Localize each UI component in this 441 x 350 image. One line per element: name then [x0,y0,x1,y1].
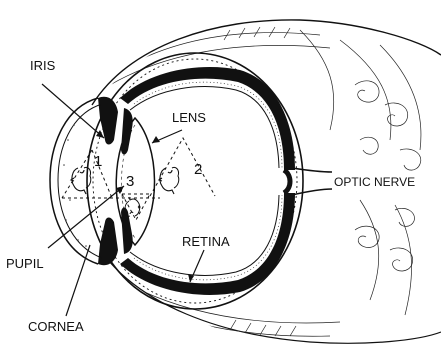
label-retina: RETINA [182,234,230,249]
marker-1: 1 [94,153,102,170]
label-optic-nerve: OPTIC NERVE [334,175,415,189]
marker-2: 2 [194,161,202,178]
label-iris: IRIS [30,58,56,73]
retina-layer [130,82,282,280]
label-cornea: CORNEA [28,319,84,334]
marker-3: 3 [126,173,134,190]
label-lens: LENS [172,110,206,125]
label-pupil: PUPIL [6,256,44,271]
face-icon-2 [159,167,179,194]
